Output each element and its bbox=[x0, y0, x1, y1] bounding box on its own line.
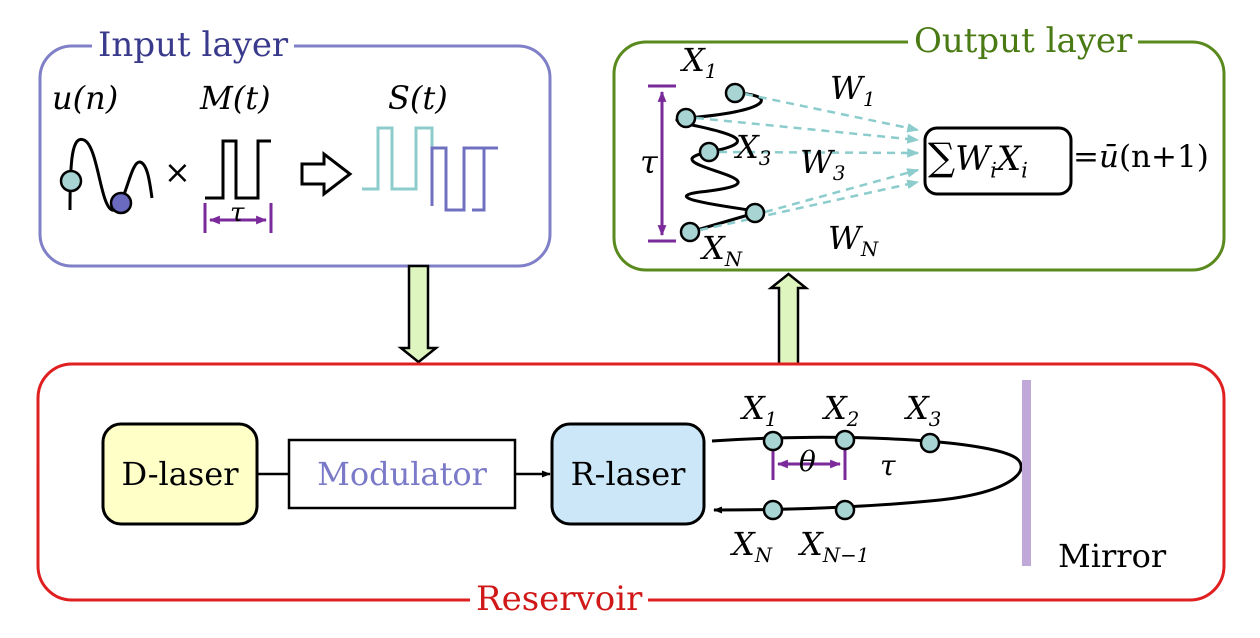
u-n-label: u(n) bbox=[52, 79, 119, 117]
delay-loop-line bbox=[711, 435, 1023, 514]
summation-expression: ∑WiXi bbox=[928, 138, 1028, 180]
readout-weight-arrows bbox=[695, 92, 920, 232]
reservoir-xn-1-label: XN−1 bbox=[800, 528, 869, 566]
reservoir-x3-main: X bbox=[906, 389, 929, 427]
weight-w3-label: W3 bbox=[800, 146, 846, 184]
result-rest: (n+1) bbox=[1118, 139, 1209, 175]
mask-tau-label: τ bbox=[230, 198, 245, 228]
modulator-label: Modulator bbox=[317, 455, 487, 493]
virtual-node-xn bbox=[762, 499, 784, 521]
times-symbol: × bbox=[164, 153, 191, 191]
reservoir-to-output-arrow bbox=[767, 272, 810, 366]
virtual-node-xn-1 bbox=[834, 499, 856, 521]
virtual-node-x2 bbox=[834, 429, 856, 451]
reservoir-xn-main: X bbox=[732, 525, 755, 563]
input-waveform-curve bbox=[68, 137, 154, 212]
input-layer-panel bbox=[38, 44, 552, 268]
reservoir-tau-label: τ bbox=[880, 449, 896, 482]
output-node-b bbox=[744, 202, 766, 224]
virtual-node-x3 bbox=[919, 432, 941, 454]
reservoir-x2-main: X bbox=[824, 389, 847, 427]
sum-symbol: ∑ bbox=[928, 135, 956, 179]
reservoir-title: Reservoir bbox=[470, 580, 649, 618]
reservoir-x2-label: X2 bbox=[824, 392, 859, 430]
sum-x-sub: i bbox=[1021, 157, 1028, 183]
output-xn-sub: N bbox=[724, 247, 743, 271]
reservoir-x1-label: X1 bbox=[742, 392, 777, 430]
output-node-x3 bbox=[698, 141, 720, 163]
equals-sign: = bbox=[1073, 139, 1099, 175]
m-t-label: M(t) bbox=[200, 79, 271, 117]
output-node-a bbox=[675, 107, 697, 129]
sum-w: W bbox=[955, 139, 991, 179]
result-u: ū bbox=[1098, 139, 1119, 175]
weight-wn-sub: N bbox=[860, 237, 879, 261]
s-t-label: S(t) bbox=[388, 79, 448, 117]
r-laser-label: R-laser bbox=[570, 455, 686, 493]
input-to-reservoir-arrow bbox=[397, 264, 440, 364]
mask-waveform bbox=[205, 139, 271, 200]
output-node-x1 bbox=[724, 82, 746, 104]
output-x3-label: X3 bbox=[736, 131, 771, 169]
reservoir-xn-1-sub: N−1 bbox=[822, 543, 870, 567]
output-x3-main: X bbox=[736, 128, 759, 166]
reservoir-x1-sub: 1 bbox=[764, 407, 778, 431]
output-xn-label: XN bbox=[702, 232, 742, 270]
reservoir-xn-sub: N bbox=[754, 543, 773, 567]
output-x1-main: X bbox=[682, 41, 705, 79]
output-x1-sub: 1 bbox=[704, 59, 718, 83]
r-laser-box bbox=[550, 422, 706, 526]
weight-wn-main: W bbox=[828, 219, 861, 257]
reservoir-x3-label: X3 bbox=[906, 392, 941, 430]
virtual-node-x1 bbox=[762, 430, 784, 452]
weight-w1-label: W1 bbox=[830, 72, 876, 110]
reservoir-x3-sub: 3 bbox=[928, 407, 942, 431]
reservoir-xn-label: XN bbox=[732, 528, 772, 566]
mirror bbox=[1022, 380, 1031, 566]
reservoir-x2-sub: 2 bbox=[846, 407, 860, 431]
output-tau-label: τ bbox=[640, 143, 658, 181]
theta-label: θ bbox=[799, 445, 816, 478]
output-x1-label: X1 bbox=[682, 44, 717, 82]
input-layer-title: Input layer bbox=[92, 26, 295, 64]
output-node-xn bbox=[679, 221, 701, 243]
output-x3-sub: 3 bbox=[758, 146, 772, 170]
reservoir-xn-1-main: X bbox=[800, 525, 823, 563]
signal-purple-segment bbox=[430, 146, 486, 212]
weight-w1-main: W bbox=[830, 69, 863, 107]
mirror-label: Mirror bbox=[1058, 537, 1167, 575]
sum-w-sub: i bbox=[990, 157, 997, 183]
input-sample-node-light bbox=[59, 169, 83, 193]
output-result-expression: =ū(n+1) bbox=[1073, 142, 1209, 173]
weight-w1-sub: 1 bbox=[862, 87, 876, 111]
output-layer-title: Output layer bbox=[908, 22, 1139, 60]
summation-box bbox=[923, 126, 1073, 196]
input-sample-node-dark bbox=[109, 191, 133, 215]
sum-x: X bbox=[996, 139, 1022, 179]
signal-teal-segment bbox=[362, 126, 434, 206]
reservoir-x1-main: X bbox=[742, 389, 765, 427]
weight-w3-main: W bbox=[800, 143, 833, 181]
output-node-wave bbox=[675, 91, 765, 234]
weight-wn-label: WN bbox=[828, 222, 878, 260]
input-to-signal-hollow-arrow bbox=[300, 150, 353, 198]
d-laser-label: D-laser bbox=[121, 455, 239, 493]
weight-w3-sub: 3 bbox=[832, 161, 846, 185]
output-xn-main: X bbox=[702, 229, 725, 267]
